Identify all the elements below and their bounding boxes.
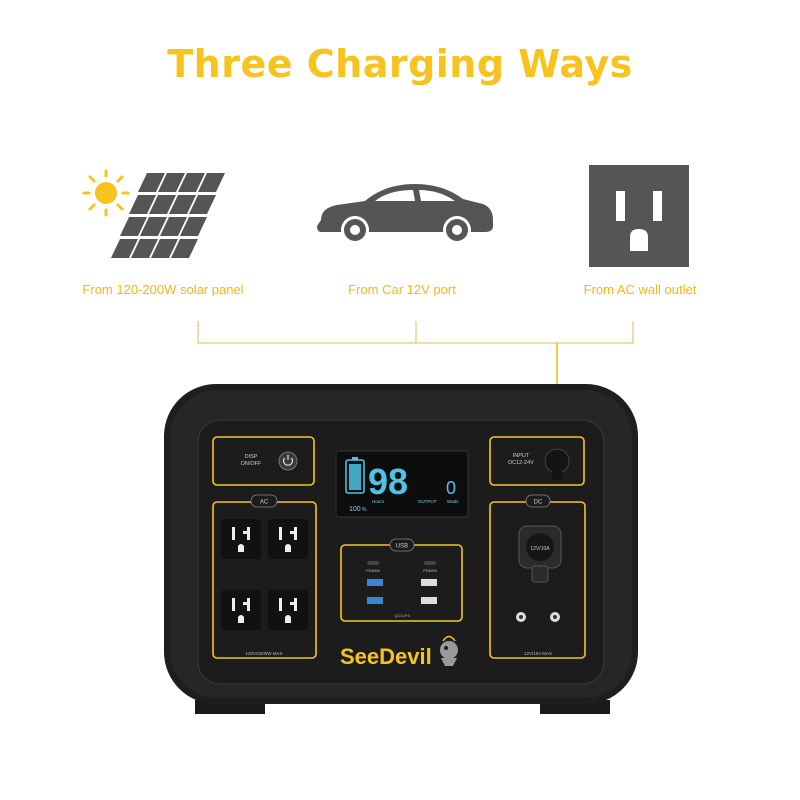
ac-outlet-1[interactable]	[221, 519, 261, 559]
solar-cell	[178, 173, 205, 192]
caption-ac: From AC wall outlet	[583, 282, 697, 297]
lcd-battery-value: 100	[349, 506, 361, 513]
car-icon	[317, 184, 493, 244]
ac-rating: 120V/2000W MAX	[245, 651, 282, 656]
brand-logo: SeeDevil	[340, 644, 432, 669]
solar-cell	[160, 217, 187, 236]
lcd-percent: 98	[368, 461, 408, 502]
solar-cell	[129, 195, 156, 214]
usb-c-left-label: PD60W	[366, 568, 380, 573]
dc-input-port[interactable]	[544, 448, 570, 480]
dc-socket-label: 12V/10A	[530, 546, 550, 552]
solar-cell	[111, 239, 138, 258]
lcd-hours: Hours	[372, 499, 385, 504]
solar-panel-icon	[82, 169, 225, 258]
solar-cell	[169, 195, 196, 214]
page-title: Three Charging Ways	[167, 42, 633, 86]
usb-c-port-left[interactable]	[367, 561, 379, 565]
usb-label: USB	[396, 544, 408, 550]
solar-cell	[189, 195, 216, 214]
ac-outlet-icon	[589, 165, 689, 267]
car-socket[interactable]	[518, 525, 562, 583]
usb-a-port-1[interactable]	[367, 579, 383, 586]
solar-cell	[140, 217, 167, 236]
solar-cell	[120, 217, 147, 236]
solar-cell	[198, 173, 225, 192]
battery-icon	[345, 457, 365, 494]
power-button[interactable]	[278, 451, 298, 471]
caption-solar: From 120-200W solar panel	[82, 282, 244, 297]
solar-cell	[180, 217, 207, 236]
solar-cell	[138, 173, 165, 192]
solar-cell	[149, 195, 176, 214]
ac-outlet-3[interactable]	[221, 590, 261, 630]
usb-c-right-label: PD60W	[423, 568, 437, 573]
caption-car: From Car 12V port	[348, 282, 456, 297]
dc-label: DC	[534, 500, 543, 506]
ac-outlet-2[interactable]	[268, 519, 308, 559]
solar-cell	[151, 239, 178, 258]
lcd-battery-unit: %	[362, 507, 367, 513]
lcd-output-value: 0	[446, 478, 456, 498]
ac-label: AC	[260, 500, 269, 506]
sun-icon	[82, 169, 130, 217]
brand-mascot-icon	[440, 635, 458, 666]
solar-cell	[171, 239, 198, 258]
usb-c-port-right[interactable]	[424, 561, 436, 565]
lcd-watts: Watts	[447, 499, 459, 504]
dc-rating: 12V/10A MAX	[524, 651, 552, 656]
ac-outlet-4[interactable]	[268, 590, 308, 630]
usb-a-port-4[interactable]	[421, 597, 437, 604]
usb-a-port-2[interactable]	[367, 597, 383, 604]
solar-cell	[131, 239, 158, 258]
solar-cell	[158, 173, 185, 192]
usb-a-port-3[interactable]	[421, 579, 437, 586]
lcd-output: OUTPUT	[418, 499, 437, 504]
usb-rating: QC3.0*4	[394, 613, 410, 618]
